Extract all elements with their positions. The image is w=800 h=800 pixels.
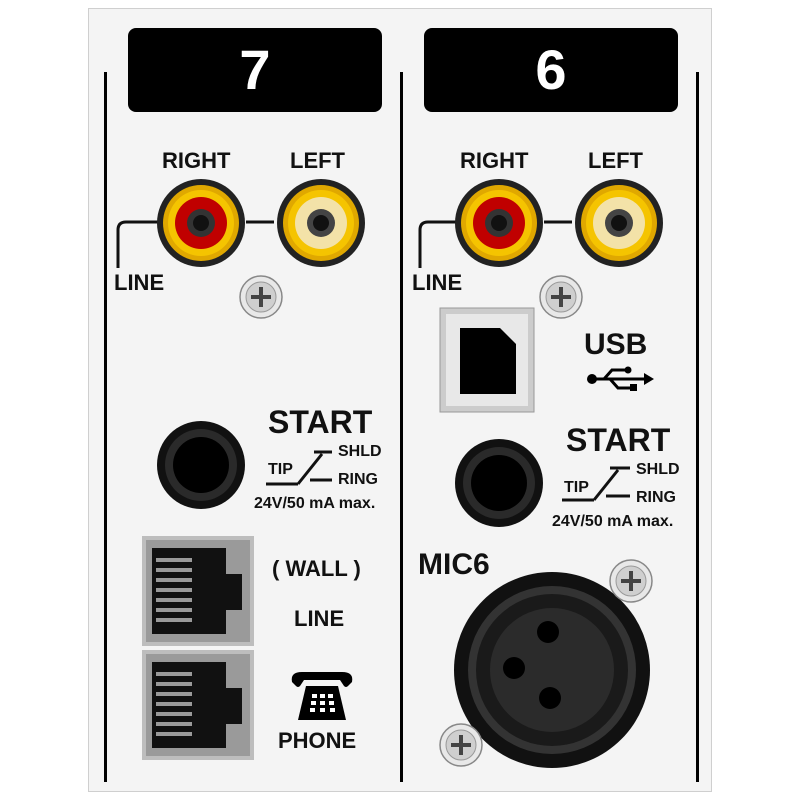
ch6-ring-label: RING bbox=[636, 489, 676, 506]
ch6-rca-right-jack[interactable] bbox=[454, 178, 544, 268]
ch6-shld-label: SHLD bbox=[636, 461, 680, 478]
ch7-tip-label: TIP bbox=[268, 461, 293, 478]
ch6-xlr-bottom-screw-icon bbox=[439, 723, 483, 767]
ch6-mic-label: MIC6 bbox=[418, 548, 490, 581]
ch7-line-label: LINE bbox=[114, 270, 165, 295]
ch6-left-label: LEFT bbox=[588, 148, 643, 173]
ch7-rca-screw-icon bbox=[239, 275, 283, 319]
ch7-phone-label: PHONE bbox=[278, 728, 357, 753]
usb-trident-icon bbox=[587, 366, 654, 391]
right-border-line bbox=[696, 72, 699, 782]
ch7-rating-label: 24V/50 mA max. bbox=[254, 495, 376, 512]
telephone-icon bbox=[291, 672, 353, 720]
ch6-usb-label: USB bbox=[584, 328, 648, 361]
ch7-wall-label: ( WALL ) bbox=[272, 556, 361, 581]
ch6-rca-screw-icon bbox=[539, 275, 583, 319]
ch6-rca-left-jack[interactable] bbox=[574, 178, 664, 268]
ch6-tip-label: TIP bbox=[564, 479, 589, 496]
ch6-start-title: START bbox=[566, 422, 671, 458]
ch6-right-label: RIGHT bbox=[460, 148, 529, 173]
ch6-usb-b-port[interactable] bbox=[439, 307, 535, 413]
center-divider-line bbox=[400, 72, 403, 782]
ch7-rj-phone-jack[interactable] bbox=[142, 650, 254, 760]
ch6-xlr-top-screw-icon bbox=[609, 559, 653, 603]
ch7-rj-line-label: LINE bbox=[294, 606, 345, 631]
channel-6-header: 6 bbox=[424, 28, 678, 112]
ch7-left-label: LEFT bbox=[290, 148, 345, 173]
ch7-shld-label: SHLD bbox=[338, 443, 382, 460]
ch6-rating-label: 24V/50 mA max. bbox=[552, 513, 674, 530]
channel-7-header: 7 bbox=[128, 28, 382, 112]
left-border-line bbox=[104, 72, 107, 782]
ch7-right-label: RIGHT bbox=[162, 148, 231, 173]
ch7-rca-right-jack[interactable] bbox=[156, 178, 246, 268]
ch7-rca-left-jack[interactable] bbox=[276, 178, 366, 268]
ch7-start-title: START bbox=[268, 404, 373, 440]
ch7-ring-label: RING bbox=[338, 471, 378, 488]
ch6-start-jack[interactable] bbox=[454, 438, 544, 528]
ch7-start-jack[interactable] bbox=[156, 420, 246, 510]
ch7-rj-wall-jack[interactable] bbox=[142, 536, 254, 646]
ch6-line-label: LINE bbox=[412, 270, 463, 295]
ch6-xlr-mic-jack[interactable] bbox=[452, 570, 652, 770]
